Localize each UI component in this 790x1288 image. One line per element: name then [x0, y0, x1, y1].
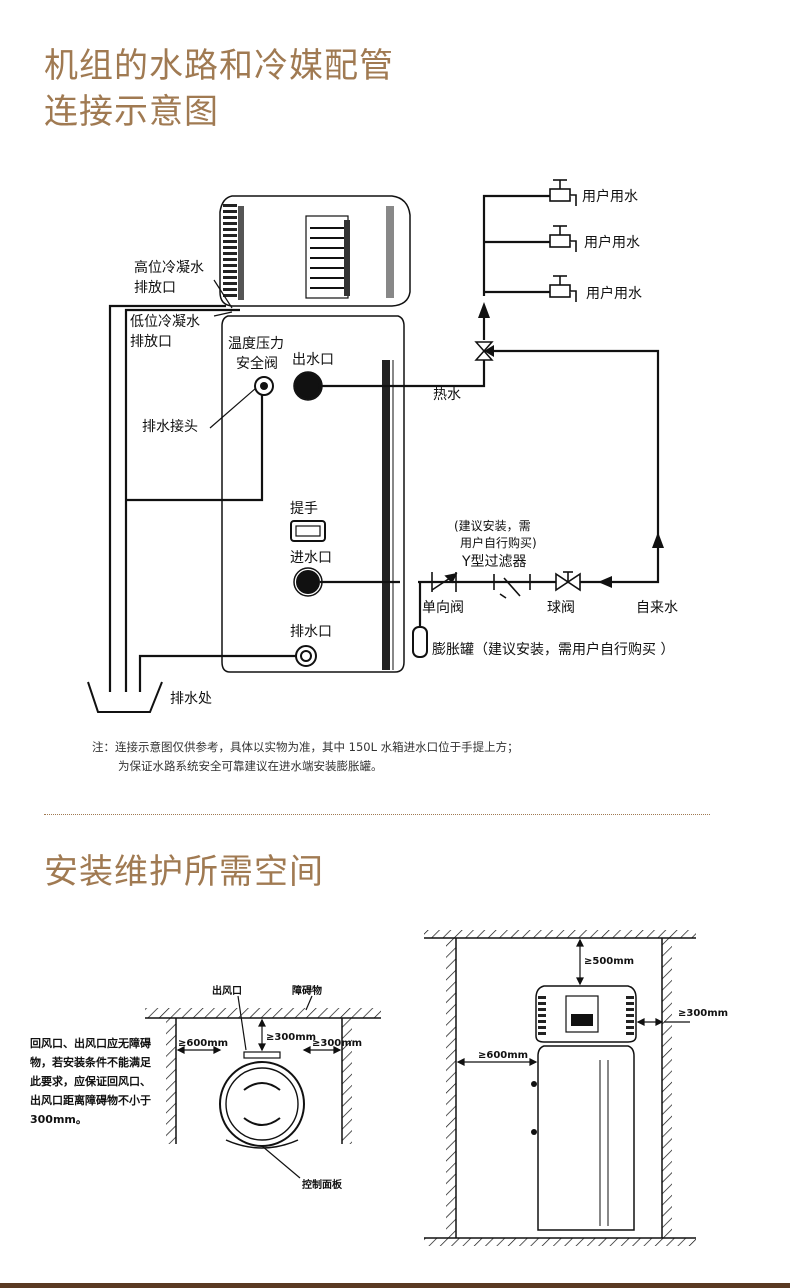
expansion-tank-icon: [412, 626, 428, 658]
bottom-bar: [0, 1283, 790, 1288]
label-recommend-1: (建议安装，需: [454, 518, 531, 533]
label-high-condensate-2: 排放口: [134, 280, 176, 296]
faucet-icon-1: [549, 179, 577, 206]
label-control-panel: 控制面板: [302, 1178, 343, 1191]
faucet-icon-2: [549, 225, 577, 252]
label-dist-600-left: ≥600mm: [178, 1038, 228, 1049]
label-dist-300-top: ≥300mm: [266, 1032, 316, 1043]
note-line1: 注：连接示意图仅供参考，具体以实物为准，其中 150L 水箱进水口位于手提上方；: [92, 740, 519, 754]
front-view-clearance-diagram: ≥500mm ≥300mm ≥600mm: [424, 930, 728, 1246]
label-drain-fitting: 排水接头: [142, 418, 198, 435]
flow-arrow-up-2: [652, 532, 664, 548]
note-line2: 为保证水路系统安全可靠建议在进水端安装膨胀罐。: [118, 759, 383, 773]
drain-port-icon: [295, 645, 317, 667]
label-user-water-3: 用户用水: [586, 285, 642, 302]
flow-arrow-left: [598, 576, 612, 588]
label-drain-place: 排水处: [170, 691, 212, 707]
diagram-note: 注：连接示意图仅供参考，具体以实物为准，其中 150L 水箱进水口位于手提上方；…: [92, 738, 519, 776]
label-check-valve: 单向阀: [422, 600, 464, 616]
label-obstacle: 障碍物: [292, 984, 322, 997]
label-expansion-tank: 膨胀罐（建议安装，需用户自行购买 ）: [432, 641, 674, 658]
label-user-water-1: 用户用水: [582, 188, 638, 205]
label-recommend-2: 用户自行购买): [460, 535, 537, 550]
label-tp-valve-1: 温度压力: [228, 336, 284, 352]
label-air-outlet: 出风口: [212, 984, 242, 997]
section-divider: [44, 814, 710, 815]
mixing-valve-icon: [474, 341, 494, 361]
label-tp-valve-2: 安全阀: [236, 355, 278, 372]
label-y-filter: Y型过滤器: [461, 554, 527, 570]
label-dist-500-top: ≥500mm: [584, 956, 634, 967]
flow-arrow-up: [478, 302, 490, 318]
label-ball-valve: 球阀: [547, 600, 575, 616]
label-hot-water: 热水: [433, 387, 461, 403]
label-low-condensate-1: 低位冷凝水: [130, 314, 200, 330]
section1-title-line1: 机组的水路和冷媒配管: [44, 46, 394, 86]
label-tap-water: 自来水: [636, 600, 678, 616]
check-valve-icon: [431, 572, 458, 592]
label-dist-300-right: ≥300mm: [312, 1038, 362, 1049]
section1-title-line2: 连接示意图: [44, 92, 219, 132]
faucet-icon-3: [549, 275, 577, 302]
heat-pump-top-unit: [219, 195, 411, 307]
drain-bucket: [87, 681, 163, 713]
piping-diagram: 高位冷凝水 排放口 低位冷凝水 排放口 温度压力 安全阀 出水口 排水接头 提手…: [87, 179, 678, 713]
label-water-outlet: 出水口: [292, 352, 334, 368]
ball-valve-icon: [555, 571, 581, 592]
water-inlet-port: [296, 570, 320, 594]
tp-valve-icon: [254, 376, 274, 396]
clearance-side-note: 回风口、出风口应无障碍物，若安装条件不能满足此要求，应保证回风口、出风口距离障碍…: [30, 1037, 151, 1126]
label-low-condensate-2: 排放口: [130, 334, 172, 350]
unit-top-view: [219, 1051, 305, 1149]
y-filter-icon: [493, 574, 531, 599]
label-user-water-2: 用户用水: [584, 234, 640, 251]
label-dist-300-right-front: ≥300mm: [678, 1008, 728, 1019]
label-dist-600-left-front: ≥600mm: [478, 1050, 528, 1061]
label-drain-port: 排水口: [290, 624, 332, 640]
label-water-inlet: 进水口: [290, 550, 332, 566]
label-high-condensate-1: 高位冷凝水: [134, 259, 204, 276]
section2-title: 安装维护所需空间: [44, 852, 324, 892]
label-handle: 提手: [290, 501, 318, 517]
